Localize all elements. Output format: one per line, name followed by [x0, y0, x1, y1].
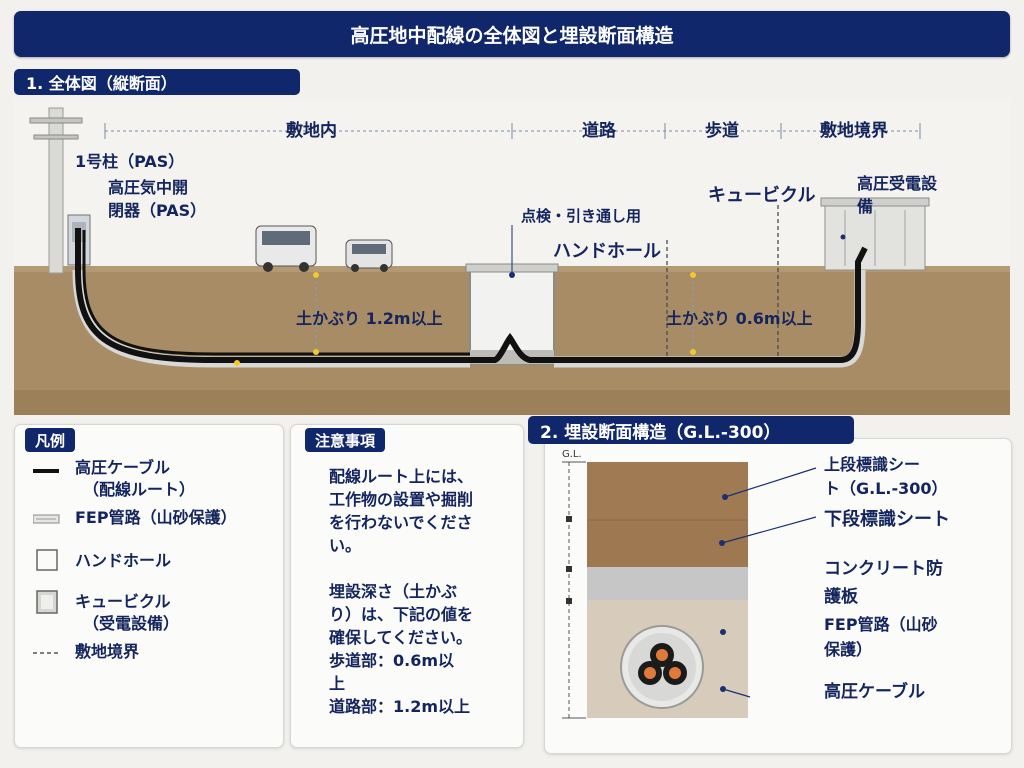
gl-label: G.L.: [562, 449, 582, 460]
legend-label: ハンドホール: [75, 551, 172, 570]
pas-label-line2: 閉器（PAS）: [108, 201, 207, 220]
zone-label-boundary: 敷地境界: [820, 121, 888, 141]
label-concrete-line1: コンクリート防: [824, 559, 943, 579]
substation-label-line2: 備: [857, 197, 874, 216]
page-title: 高圧地中配線の全体図と埋設断面構造: [14, 11, 1010, 57]
zone-dimension-line: [104, 123, 921, 139]
notes-panel: 注意事項 配線ルート上には、 工作物の設置や掘削 を行わないでくださ い。 埋設…: [290, 424, 524, 748]
zone-label-road: 道路: [582, 121, 616, 141]
notes-line: 上: [329, 674, 346, 693]
label-fep-line2: 保護）: [824, 640, 873, 659]
conduit-symbol-icon: [33, 514, 60, 524]
legend-label: （受電設備）: [83, 614, 180, 633]
substation-label-line1: 高圧受電設: [857, 174, 938, 193]
concrete-slab-layer: [587, 567, 748, 600]
label-upper-sheet-line2: ト（G.L.-300）: [824, 479, 948, 498]
cross-section-diagram: [562, 461, 817, 719]
notes-line: 工作物の設置や掘削: [329, 490, 474, 509]
handhole-label: ハンドホール: [553, 241, 661, 262]
legend-panel: 凡例 高圧ケーブル （配線ルート） FEP管路（山砂保護） ハンドホール キュー…: [14, 424, 284, 748]
hv-cable-bundle: [638, 643, 687, 685]
legend-label: （配線ルート）: [83, 480, 196, 499]
zone-label-sidewalk: 歩道: [705, 121, 739, 141]
notes-line: 歩道部：0.6m以: [329, 651, 455, 670]
label-cable: 高圧ケーブル: [824, 682, 925, 702]
legend-label: 敷地境界: [75, 642, 140, 661]
hv-cable-route: [75, 228, 868, 363]
overview-diagram: [14, 100, 1010, 415]
cubicle-symbol-icon: [36, 590, 58, 614]
notes-line: 埋設深さ（土かぶ: [329, 582, 458, 601]
label-concrete-line2: 護板: [824, 587, 858, 607]
zone-label-site: 敷地内: [286, 121, 337, 141]
car-illustration: [345, 239, 393, 272]
substation-illustration: [820, 197, 930, 271]
notes-body: 配線ルート上には、 工作物の設置や掘削 を行わないでくださ い。 埋設深さ（土か…: [329, 465, 473, 718]
label-fep-line1: FEP管路（山砂: [824, 615, 938, 634]
topsoil-layer-upper: [587, 462, 748, 520]
boundary-symbol-icon: [33, 652, 59, 654]
notes-line: を行わないでくださ: [329, 513, 473, 532]
label-upper-sheet-line1: 上段標識シー: [824, 455, 921, 474]
handhole-purpose-label: 点検・引き通し用: [521, 207, 642, 225]
cover-depth-sidewalk-label: 土かぶり 0.6m以上: [666, 309, 813, 328]
legend-label: 高圧ケーブル: [75, 458, 171, 477]
legend-title: 凡例: [25, 428, 76, 452]
cubicle-label: キュービクル: [708, 185, 816, 206]
cover-depth-site-label: 土かぶり 1.2m以上: [296, 309, 443, 328]
pas-label-line1: 高圧気中開: [108, 178, 189, 197]
section1-label: 1. 全体図（縦断面）: [14, 69, 300, 95]
cable-symbol-icon: [33, 469, 59, 473]
notes-line: い。: [329, 536, 362, 555]
notes-line: 配線ルート上には、: [329, 467, 474, 486]
handhole-symbol-icon: [36, 549, 58, 571]
notes-title: 注意事項: [305, 428, 386, 452]
notes-line: 確保してください。: [329, 628, 473, 647]
pole-label: 1号柱（PAS）: [75, 152, 185, 171]
notes-line: 道路部：1.2m以上: [329, 697, 471, 716]
van-illustration: [255, 225, 317, 272]
legend-label: FEP管路（山砂保護）: [75, 508, 237, 527]
notes-line: り）は、下記の値を: [329, 605, 474, 624]
section2-label: 2. 埋設断面構造（G.L.-300）: [528, 416, 854, 444]
notes-spacer: [329, 557, 473, 580]
label-lower-sheet: 下段標識シート: [824, 509, 950, 530]
handhole-illustration: [465, 263, 559, 365]
legend-label: キュービクル: [75, 592, 171, 611]
